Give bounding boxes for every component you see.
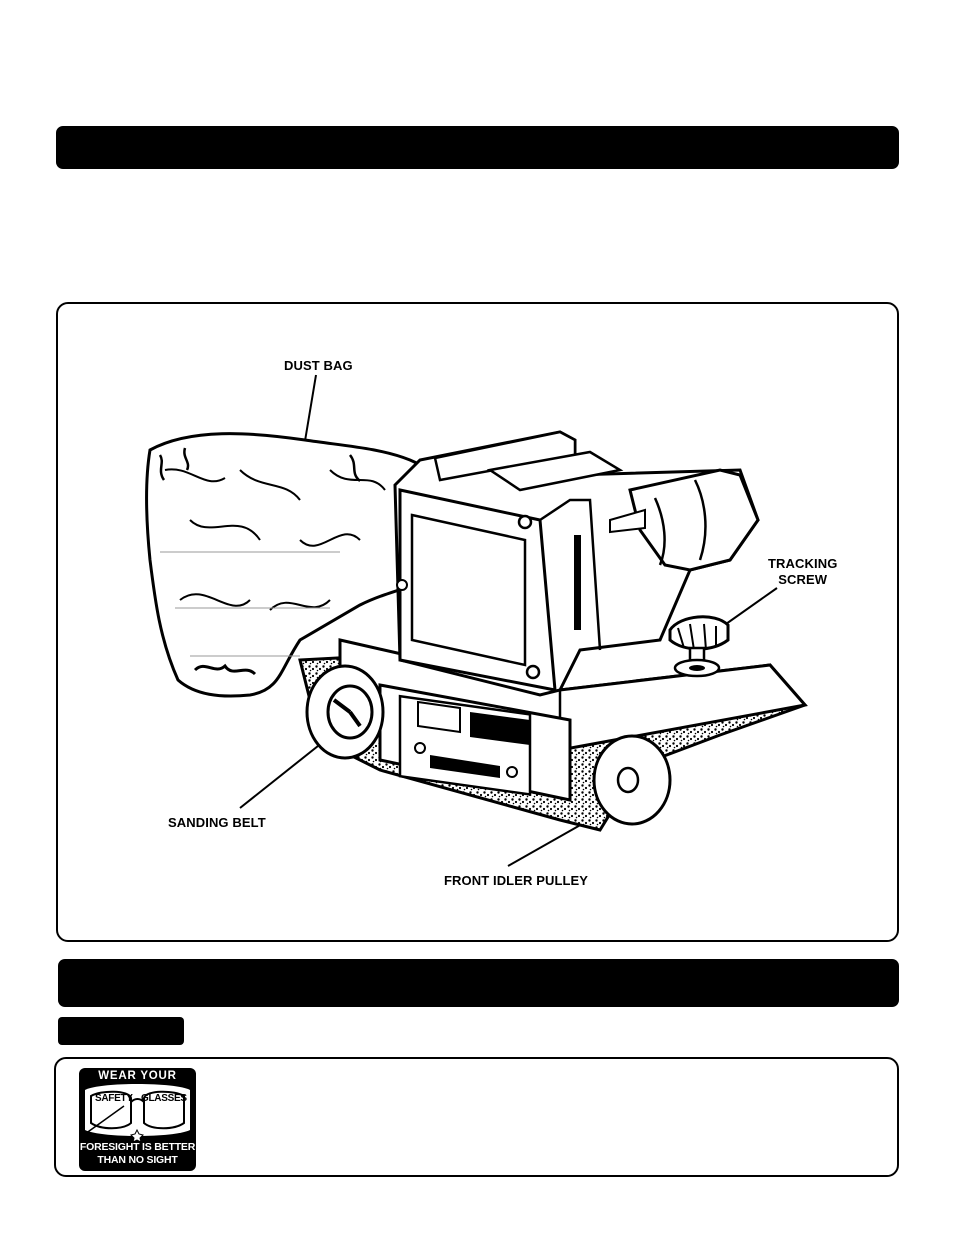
badge-footer-line1: FORESIGHT IS BETTER bbox=[79, 1141, 196, 1153]
badge-right-lens-text: GLASSES bbox=[141, 1093, 187, 1104]
badge-left-lens-text: SAFETY bbox=[95, 1093, 133, 1104]
belt-sander-illustration bbox=[145, 374, 808, 867]
callout-dust-bag: DUST BAG bbox=[284, 358, 353, 373]
callout-front-idler-pulley: FRONT IDLER PULLEY bbox=[444, 873, 589, 888]
section-header-bar bbox=[58, 959, 899, 1007]
safety-notice-box bbox=[54, 1057, 899, 1177]
safety-glasses-badge: WEAR YOUR SAFETY GLASSES FORESIGHT IS BE… bbox=[79, 1068, 196, 1171]
callout-tracking-screw: TRACKING SCREW bbox=[768, 556, 837, 588]
section-header-bar bbox=[56, 126, 899, 169]
safety-goggles-icon bbox=[79, 1068, 196, 1171]
callout-tracking-screw-line1: TRACKING bbox=[768, 556, 838, 571]
figure-frame bbox=[56, 302, 899, 942]
badge-header: WEAR YOUR bbox=[98, 1070, 177, 1082]
callout-tracking-screw-line2: SCREW bbox=[778, 572, 828, 587]
subsection-tab bbox=[58, 1017, 184, 1045]
callout-sanding-belt: SANDING BELT bbox=[168, 815, 266, 830]
badge-footer-line2: THAN NO SIGHT bbox=[97, 1154, 178, 1166]
